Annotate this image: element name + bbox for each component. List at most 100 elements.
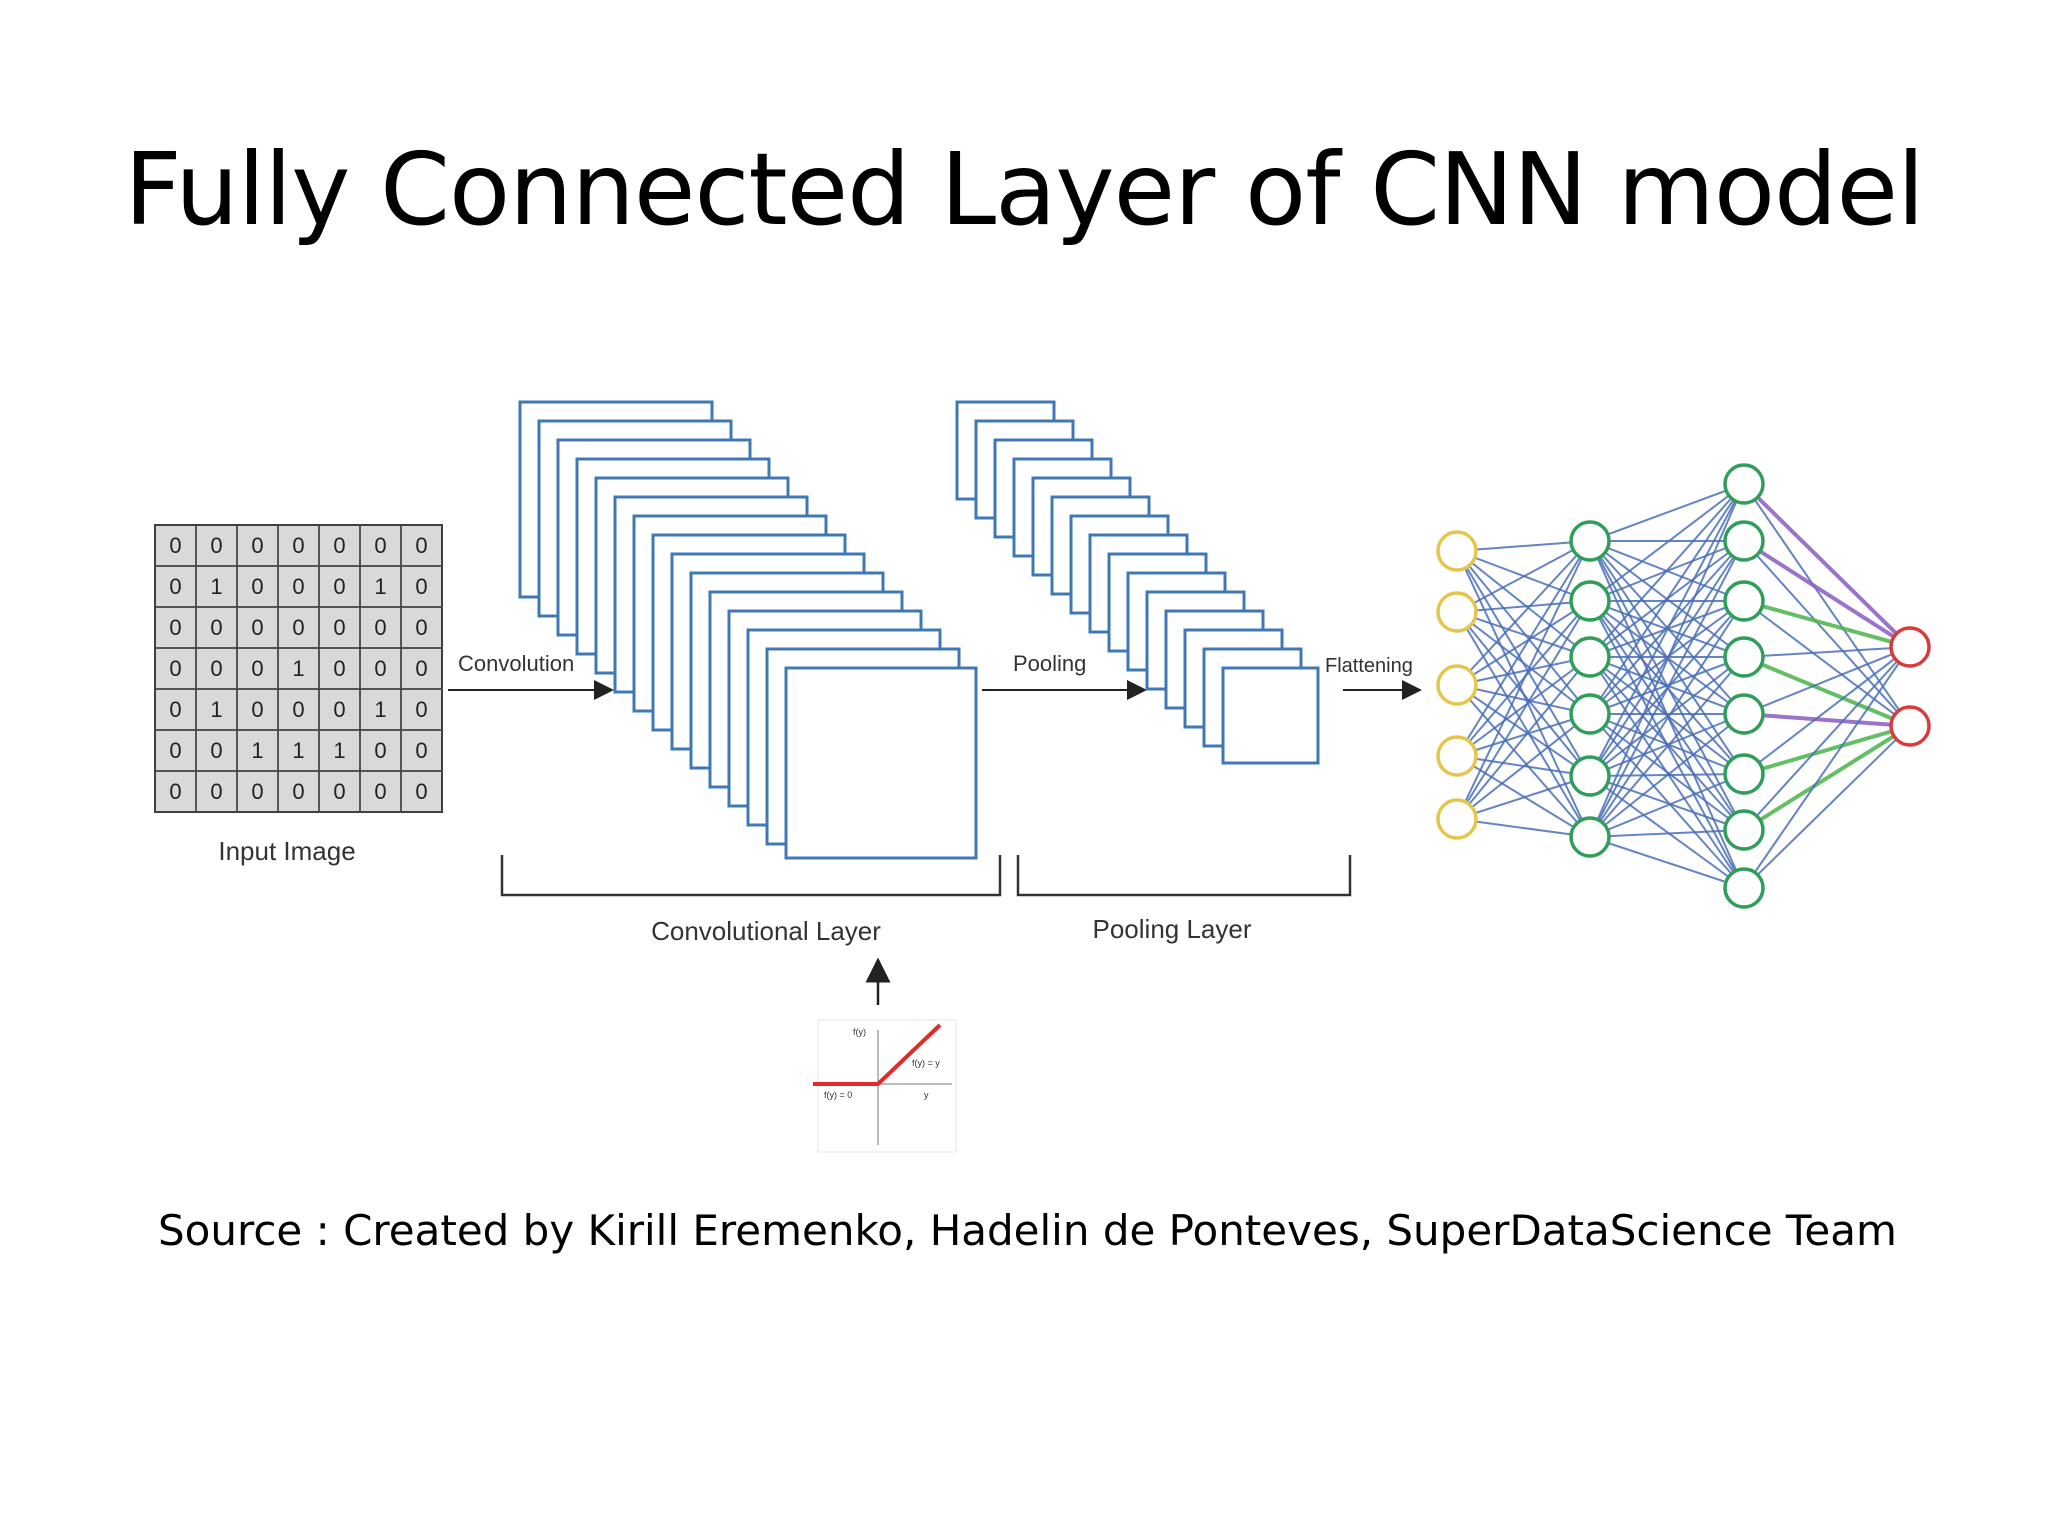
network-node — [1436, 735, 1478, 777]
pooling-label: Pooling — [1013, 651, 1086, 676]
network-node — [1569, 816, 1611, 858]
matrix-cell-value: 0 — [415, 656, 427, 681]
relu-plot: f(y) f(y) = y f(y) = 0 y — [813, 1019, 957, 1153]
network-edge — [1743, 599, 1911, 649]
network-edge — [1456, 818, 1591, 838]
matrix-cell-value: 0 — [292, 615, 304, 640]
network-edge — [1456, 656, 1591, 757]
network-node — [1569, 520, 1611, 562]
matrix-cell-value: 0 — [374, 779, 386, 804]
matrix-cell-value: 1 — [210, 697, 222, 722]
network-edge — [1589, 775, 1745, 831]
network-edge — [1456, 684, 1591, 777]
matrix-cell-value: 1 — [374, 697, 386, 722]
network-edge — [1456, 540, 1591, 552]
network-edge — [1743, 724, 1911, 776]
matrix-cell-value: 0 — [251, 574, 263, 599]
network-edge — [1589, 829, 1745, 838]
matrix-cell-value: 0 — [169, 738, 181, 763]
matrix-cell-value: 0 — [415, 697, 427, 722]
matrix-cell-value: 0 — [333, 533, 345, 558]
network-edge — [1742, 482, 1912, 649]
convolution-label: Convolution — [458, 651, 574, 676]
convolution-feature-map — [784, 666, 978, 860]
relu-curve — [813, 1023, 942, 1086]
network-edge — [1589, 483, 1745, 838]
network-edge — [1456, 540, 1591, 757]
pooled-feature-maps — [955, 400, 1320, 765]
matrix-cell-value: 0 — [169, 533, 181, 558]
network-node — [1723, 636, 1765, 678]
network-edge — [1456, 540, 1591, 613]
network-node — [1569, 693, 1611, 735]
convolutional-layer-label: Convolutional Layer — [651, 916, 881, 946]
relu-y-label: f(y) — [853, 1027, 866, 1037]
network-edge — [1742, 724, 1912, 832]
matrix-cell-value: 0 — [251, 697, 263, 722]
slide-title: Fully Connected Layer of CNN model — [124, 131, 1925, 248]
matrix-cell-value: 0 — [210, 533, 222, 558]
matrix-cell-value: 0 — [210, 738, 222, 763]
network-edges — [1456, 482, 1912, 889]
matrix-cell-value: 0 — [374, 615, 386, 640]
network-edge — [1589, 540, 1745, 715]
matrix-cell-value: 0 — [251, 615, 263, 640]
network-edge — [1589, 656, 1745, 777]
network-edge — [1456, 713, 1591, 820]
matrix-cell-value: 0 — [415, 615, 427, 640]
network-edge — [1589, 600, 1745, 838]
input-image-label: Input Image — [218, 836, 355, 866]
network-node — [1569, 636, 1611, 678]
network-edge — [1456, 713, 1591, 757]
convolutional-layer-bracket — [500, 855, 1002, 897]
network-edge — [1589, 773, 1745, 838]
network-edge — [1743, 712, 1911, 728]
matrix-cell-value: 0 — [415, 738, 427, 763]
network-edge — [1456, 775, 1591, 820]
network-edge — [1456, 540, 1591, 820]
network-edge — [1456, 600, 1591, 686]
matrix-cell-value: 0 — [333, 615, 345, 640]
network-node — [1723, 520, 1765, 562]
matrix-cell-value: 0 — [210, 615, 222, 640]
relu-right-label: f(y) = y — [912, 1058, 940, 1068]
network-edge — [1743, 646, 1911, 715]
network-edge — [1589, 483, 1745, 777]
network-edge — [1456, 611, 1591, 715]
network-edge — [1456, 611, 1591, 777]
matrix-cell-value: 0 — [374, 738, 386, 763]
network-edge — [1742, 539, 1912, 649]
network-edge — [1589, 540, 1745, 838]
pooled-feature-map — [1221, 666, 1320, 765]
matrix-cell-value: 1 — [292, 738, 304, 763]
network-node — [1723, 753, 1765, 795]
matrix-cell-value: 0 — [374, 656, 386, 681]
network-edge — [1456, 550, 1591, 715]
matrix-cell-value: 1 — [210, 574, 222, 599]
matrix-cell-value: 1 — [251, 738, 263, 763]
network-node — [1436, 591, 1478, 633]
network-edge — [1743, 646, 1911, 831]
matrix-cell-value: 0 — [415, 779, 427, 804]
network-node — [1889, 705, 1931, 747]
network-edge — [1743, 646, 1911, 658]
network-edge — [1456, 656, 1591, 820]
network-edge — [1589, 483, 1745, 715]
pooling-layer-label: Pooling Layer — [1093, 914, 1252, 944]
relu-left-label: f(y) = 0 — [824, 1090, 852, 1100]
network-node — [1723, 693, 1765, 735]
convolution-feature-maps — [518, 400, 978, 860]
matrix-cell-value: 0 — [251, 779, 263, 804]
network-node — [1436, 530, 1478, 572]
matrix-cell-value: 1 — [292, 656, 304, 681]
matrix-cell-value: 1 — [333, 738, 345, 763]
network-edge — [1456, 550, 1591, 658]
network-node — [1436, 798, 1478, 840]
matrix-cell-value: 0 — [169, 779, 181, 804]
network-node — [1723, 809, 1765, 851]
matrix-cell-value: 0 — [169, 656, 181, 681]
flattening-label: Flattening — [1325, 655, 1413, 677]
network-edge — [1589, 713, 1745, 838]
network-edge — [1743, 646, 1911, 775]
